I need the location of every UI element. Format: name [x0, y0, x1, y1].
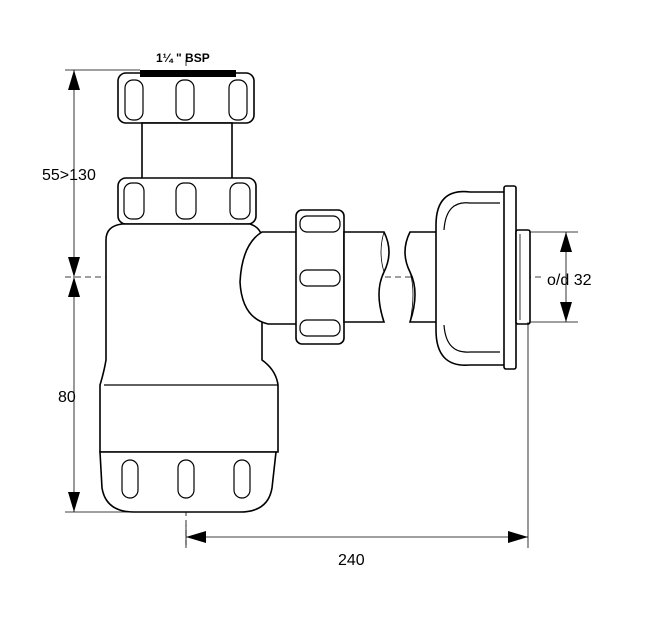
outlet-nut: [295, 209, 345, 345]
label-lower-height: 80: [58, 389, 76, 406]
label-outlet-diameter: o/d 32: [547, 272, 592, 289]
dimension-lower-height: [65, 277, 134, 513]
wall-flange: [435, 185, 531, 370]
label-thread: 1¼ " BSP: [156, 51, 210, 65]
side-outlet-elbow: [239, 231, 301, 325]
tail-pipe: [141, 122, 233, 182]
label-adjustable-height: 55>130: [42, 167, 96, 184]
dimension-outlet-diameter: [530, 231, 578, 323]
middle-nut: [117, 177, 257, 225]
dimension-adjustable-height: [65, 69, 140, 277]
label-projection: 240: [338, 552, 365, 569]
dimension-projection: [185, 322, 529, 548]
top-nut: [117, 70, 255, 124]
bottom-cap: [99, 451, 277, 513]
